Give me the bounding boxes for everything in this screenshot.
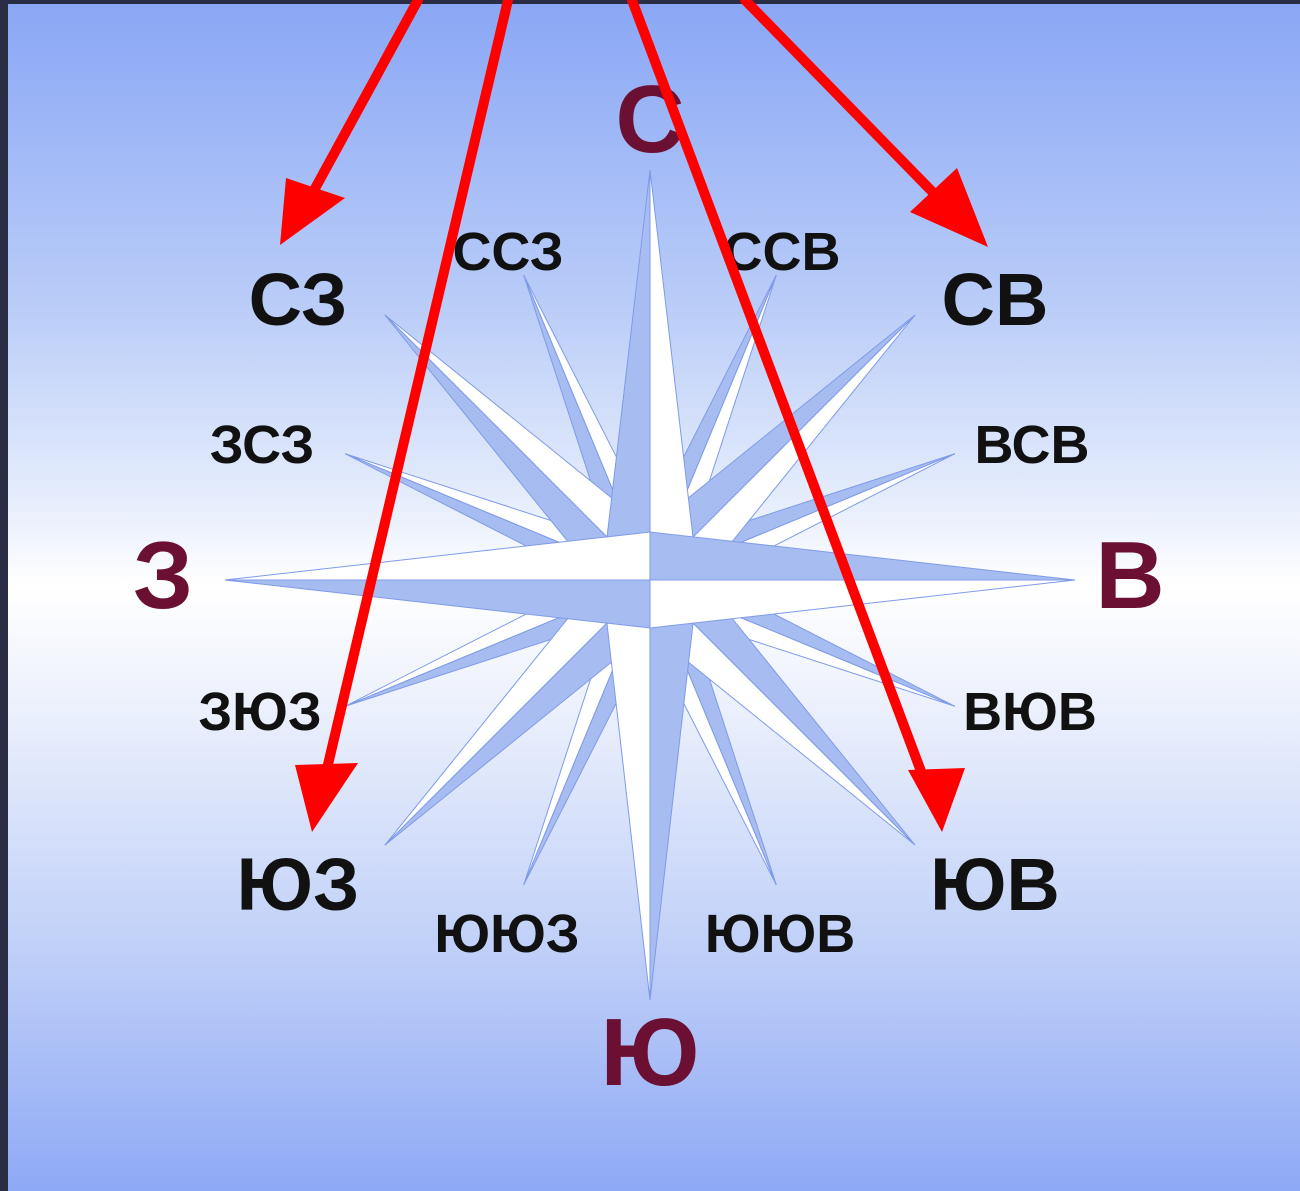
label-east: В: [1095, 522, 1164, 629]
arrow-to-northeast: [745, 0, 988, 247]
label-wnw: ЗСЗ: [210, 415, 315, 475]
label-ese: ВЮВ: [963, 682, 1097, 742]
label-nne: ССВ: [724, 222, 841, 282]
label-ene: ВСВ: [975, 415, 1090, 475]
star-ray-south: [602, 580, 698, 1000]
label-southwest: ЮЗ: [237, 843, 360, 926]
label-west: З: [133, 522, 193, 629]
arrow-to-northwest: [280, 0, 418, 245]
label-sse: ЮЮВ: [705, 904, 855, 964]
star-ray-west: [225, 532, 650, 628]
label-southeast: ЮВ: [930, 843, 1060, 926]
label-wsw: ЗЮЗ: [198, 682, 321, 742]
label-ssw: ЮЮЗ: [434, 904, 579, 964]
label-northwest: СЗ: [249, 258, 348, 341]
label-south: Ю: [601, 999, 700, 1106]
label-northeast: СВ: [942, 258, 1049, 341]
label-nnw: ССЗ: [452, 222, 563, 282]
star-ray-north: [602, 170, 698, 580]
